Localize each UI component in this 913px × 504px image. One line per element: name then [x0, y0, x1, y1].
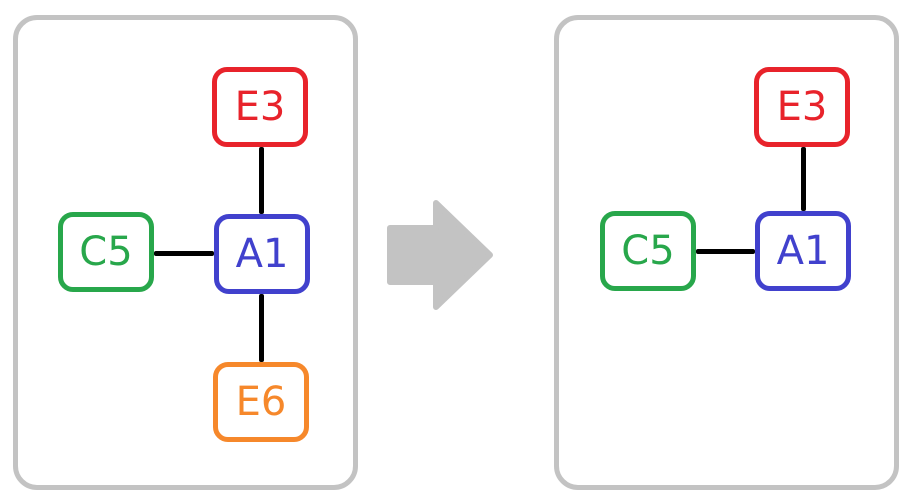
- before-node-a1: A1: [214, 214, 310, 294]
- right-arrow-icon: [386, 199, 494, 311]
- before-node-a1-label: A1: [235, 231, 289, 277]
- before-node-e6-label: E6: [235, 379, 287, 425]
- before-node-e3: E3: [212, 67, 308, 147]
- before-node-e3-label: E3: [234, 84, 286, 130]
- before-panel: E3 C5 A1 E6: [13, 15, 358, 490]
- before-node-e6: E6: [213, 362, 309, 442]
- before-edge-c5-a1: [154, 251, 214, 256]
- after-node-c5: C5: [600, 211, 696, 291]
- after-node-c5-label: C5: [621, 228, 675, 274]
- before-node-c5: C5: [58, 212, 154, 292]
- after-panel: E3 C5 A1: [554, 15, 899, 490]
- after-node-a1-label: A1: [776, 228, 830, 274]
- before-edge-a1-e6: [259, 294, 264, 362]
- after-edge-e3-a1: [801, 147, 806, 211]
- after-node-e3: E3: [754, 67, 850, 147]
- after-node-a1: A1: [755, 211, 851, 291]
- before-node-c5-label: C5: [79, 229, 133, 275]
- after-node-e3-label: E3: [776, 84, 828, 130]
- before-edge-e3-a1: [259, 147, 264, 214]
- after-edge-c5-a1: [696, 249, 755, 254]
